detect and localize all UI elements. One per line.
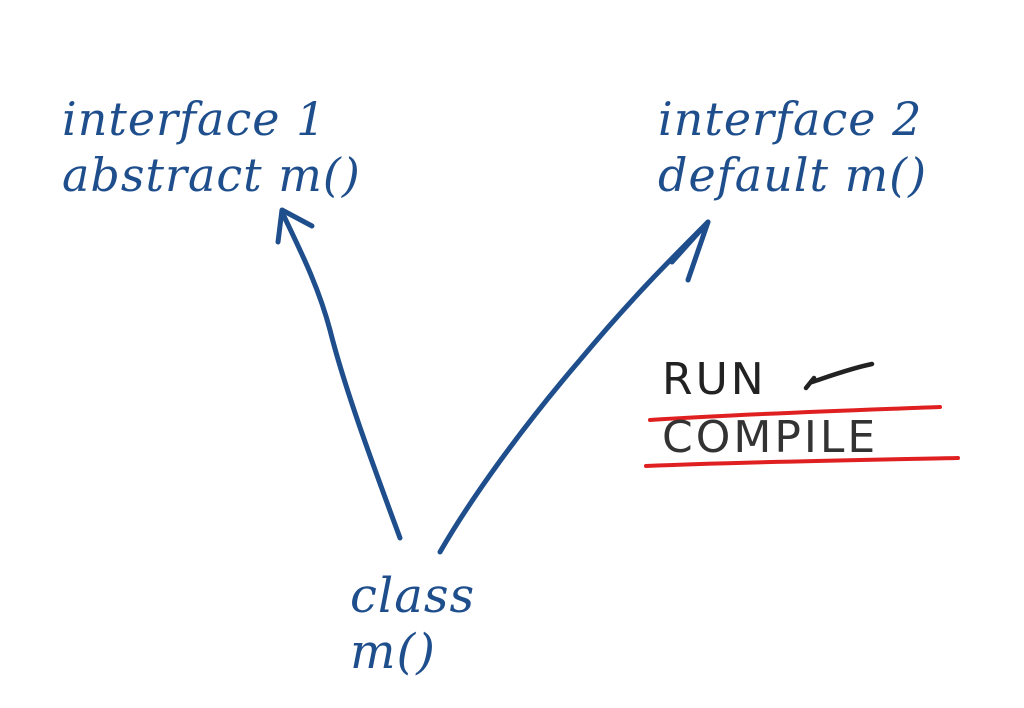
arrow-class-to-interface1: [279, 209, 403, 541]
node-interface1: interface 1 abstract m(): [62, 96, 361, 198]
class-name: class: [350, 568, 476, 624]
interface1-method: abstract m(): [62, 148, 361, 202]
interface2-method: default m(): [658, 148, 928, 202]
arrowhead-interface2: [669, 219, 711, 283]
status-run-label: RUN: [662, 354, 767, 405]
check-mark-icon: [803, 361, 875, 391]
class-method: m(): [350, 624, 436, 680]
status-compile-label: COMPILE: [662, 412, 879, 463]
interface1-name: interface 1: [62, 92, 327, 146]
arrowhead-interface1: [275, 207, 315, 245]
interface2-name: interface 2: [658, 92, 923, 146]
node-class: class m(): [350, 572, 475, 676]
node-interface2: interface 2 default m(): [658, 96, 927, 198]
